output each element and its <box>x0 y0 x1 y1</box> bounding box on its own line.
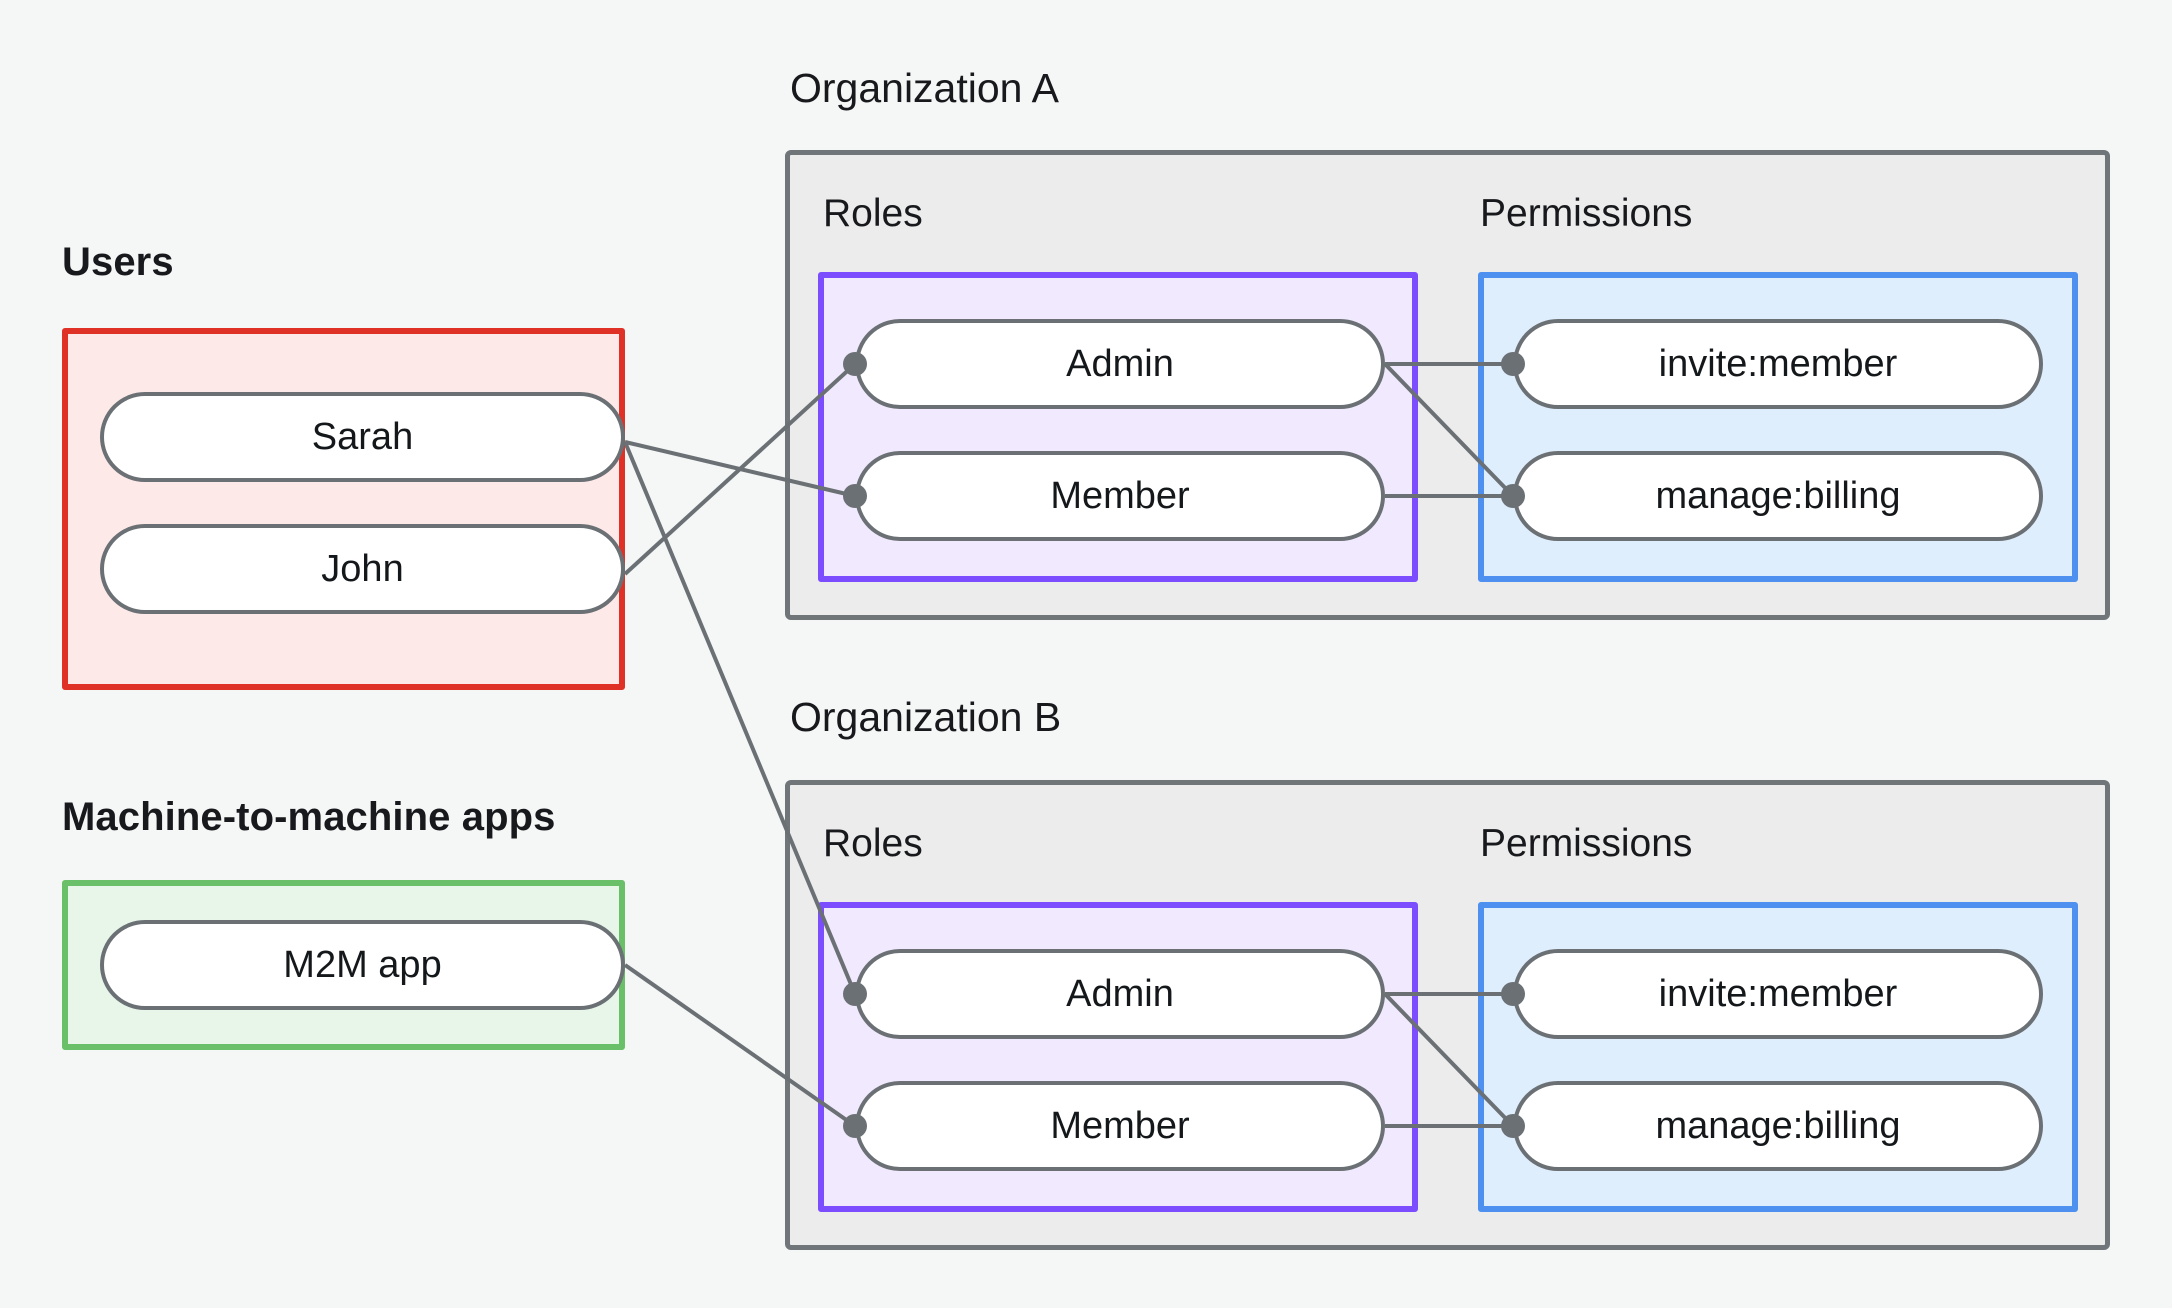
node-orgB-permission-manage-billing[interactable]: manage:billing <box>1513 1081 2043 1171</box>
users-group-title: Users <box>62 240 174 284</box>
organization-b-title: Organization B <box>790 694 1062 740</box>
users-container <box>62 328 625 690</box>
organization-b-roles-label: Roles <box>823 822 923 865</box>
organization-a-permissions-label: Permissions <box>1480 192 1693 235</box>
node-orgA-role-admin[interactable]: Admin <box>855 319 1385 409</box>
node-orgB-role-member[interactable]: Member <box>855 1081 1385 1171</box>
organization-b-permissions-label: Permissions <box>1480 822 1693 865</box>
node-orgA-permission-invite-member[interactable]: invite:member <box>1513 319 2043 409</box>
node-user-john[interactable]: John <box>100 524 625 614</box>
node-user-sarah[interactable]: Sarah <box>100 392 625 482</box>
organization-a-title: Organization A <box>790 65 1059 111</box>
node-orgB-role-admin[interactable]: Admin <box>855 949 1385 1039</box>
node-orgA-role-member[interactable]: Member <box>855 451 1385 541</box>
node-orgA-permission-manage-billing[interactable]: manage:billing <box>1513 451 2043 541</box>
node-m2m-app[interactable]: M2M app <box>100 920 625 1010</box>
machine-apps-group-title: Machine-to-machine apps <box>62 795 556 839</box>
node-orgB-permission-invite-member[interactable]: invite:member <box>1513 949 2043 1039</box>
organization-a-roles-label: Roles <box>823 192 923 235</box>
